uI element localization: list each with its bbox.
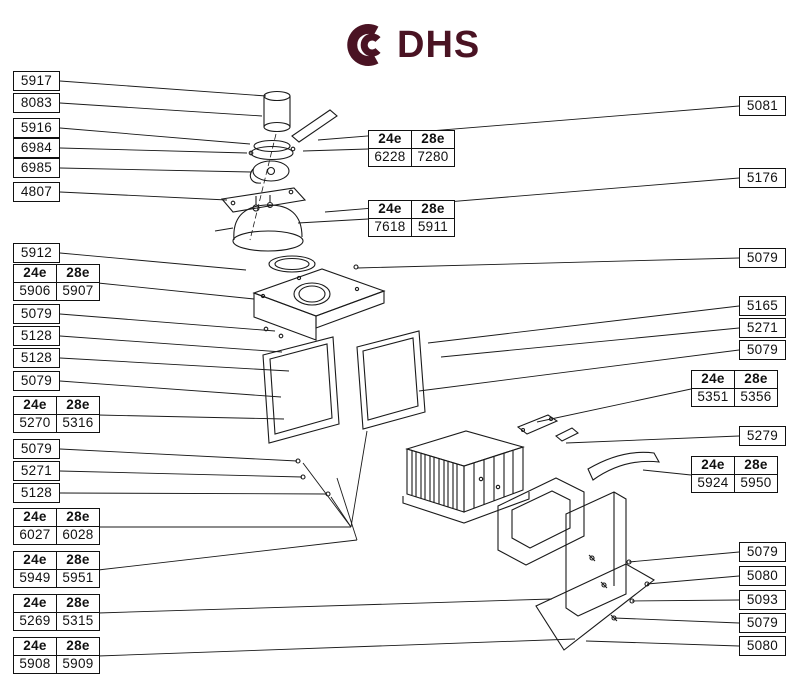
variant-header: 28e: [57, 638, 99, 655]
part-label-5079: 5079: [13, 371, 60, 391]
inner-panel-part: [356, 330, 426, 430]
variant-part-number: 5270: [14, 415, 56, 432]
variant-header: 28e: [57, 265, 99, 282]
part-label-5079: 5079: [13, 439, 60, 459]
variant-part-number: 5316: [57, 415, 99, 432]
variant-part-number: 5950: [735, 475, 777, 492]
variant-header: 24e: [14, 397, 56, 414]
fixing-bracket-part: [478, 414, 579, 490]
part-label-5271: 5271: [739, 318, 786, 338]
part-label-6984: 6984: [13, 138, 60, 158]
flue-collar-part: [263, 90, 291, 133]
variant-part-number: 6028: [57, 527, 99, 544]
variant-part-number: 5908: [14, 656, 56, 673]
part-label-4807: 4807: [13, 182, 60, 202]
part-label-5079: 5079: [739, 340, 786, 360]
part-label-5080: 5080: [739, 636, 786, 656]
part-label-5080: 5080: [739, 566, 786, 586]
insulation-panel-part: [262, 336, 340, 444]
part-label-5079: 5079: [739, 248, 786, 268]
part-label-5176: 5176: [739, 168, 786, 188]
variant-part-number: 5951: [57, 570, 99, 587]
variant-part-number: 5907: [57, 283, 99, 300]
part-label-5128: 5128: [13, 348, 60, 368]
variant-part-number: 5909: [57, 656, 99, 673]
variant-header: 28e: [412, 201, 454, 218]
part-label-5079: 5079: [739, 613, 786, 633]
top-strip-panel-part: [587, 451, 660, 481]
variant-header: 28e: [57, 397, 99, 414]
gasket-ring-part: [268, 255, 316, 273]
variant-header: 24e: [369, 131, 411, 148]
variant-part-number: 5906: [14, 283, 56, 300]
fan-unit-part: [249, 160, 290, 184]
bottom-panel-part: [535, 563, 655, 651]
variant-part-number: 5924: [692, 475, 734, 492]
variant-header: 24e: [692, 457, 734, 474]
part-label-6985: 6985: [13, 158, 60, 178]
pipe-clamp-part: [248, 139, 296, 161]
side-panel-part: [565, 491, 627, 617]
logo-text: DHS: [397, 24, 481, 66]
variant-part-number: 7280: [412, 149, 454, 166]
variant-header: 28e: [735, 457, 777, 474]
part-label-5165: 5165: [739, 296, 786, 316]
variant-part-number: 5356: [735, 389, 777, 406]
variant-header: 24e: [14, 638, 56, 655]
part-label-5081: 5081: [739, 96, 786, 116]
part-label-5917: 5917: [13, 71, 60, 91]
variant-header: 24e: [369, 201, 411, 218]
variant-header: 24e: [14, 595, 56, 612]
part-label-5093: 5093: [739, 590, 786, 610]
part-label-8083: 8083: [13, 93, 60, 113]
variant-header: 28e: [57, 552, 99, 569]
burner-dome-part: [214, 195, 304, 252]
part-label-5079: 5079: [13, 304, 60, 324]
variant-header: 24e: [14, 509, 56, 526]
variant-part-number: 7618: [369, 219, 411, 236]
mounting-plate-part: [220, 187, 307, 213]
frame-panel-part: [497, 477, 585, 566]
variant-part-number: 5315: [57, 613, 99, 630]
logo: DHS: [338, 22, 480, 68]
variant-header: 28e: [412, 131, 454, 148]
logo-crescent-icon: [347, 24, 381, 66]
part-label-5271: 5271: [13, 461, 60, 481]
variant-part-number: 5949: [14, 570, 56, 587]
part-label-5912: 5912: [13, 243, 60, 263]
part-label-5279: 5279: [739, 426, 786, 446]
variant-part-number: 5269: [14, 613, 56, 630]
variant-part-number: 5351: [692, 389, 734, 406]
air-intake-pipe-part: [291, 109, 338, 143]
variant-header: 24e: [692, 371, 734, 388]
burner-housing-part: [252, 268, 386, 341]
variant-part-number: 6228: [369, 149, 411, 166]
variant-header: 28e: [57, 509, 99, 526]
part-label-5128: 5128: [13, 326, 60, 346]
part-label-5916: 5916: [13, 118, 60, 138]
heat-exchanger-part: [402, 430, 530, 524]
variant-header: 24e: [14, 265, 56, 282]
part-label-5079: 5079: [739, 542, 786, 562]
variant-part-number: 6027: [14, 527, 56, 544]
variant-header: 28e: [57, 595, 99, 612]
screw-fasteners: [295, 264, 650, 622]
variant-header: 28e: [735, 371, 777, 388]
part-label-5128: 5128: [13, 483, 60, 503]
variant-header: 24e: [14, 552, 56, 569]
variant-part-number: 5911: [412, 219, 454, 236]
